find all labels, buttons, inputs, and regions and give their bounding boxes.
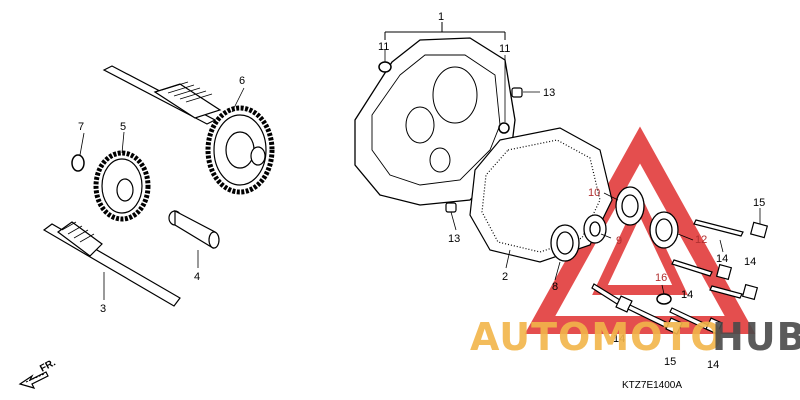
part-2-gasket bbox=[469, 127, 613, 263]
label-part-3: 3 bbox=[100, 303, 106, 315]
label-part-13a: 13 bbox=[543, 87, 555, 99]
part-4-pinion bbox=[168, 210, 220, 249]
label-part-15b: 15 bbox=[664, 356, 676, 368]
label-part-13b: 13 bbox=[448, 233, 460, 245]
front-direction-label: FR. bbox=[38, 357, 58, 374]
part-8-bearing bbox=[550, 224, 580, 262]
watermark-text: AUTOMOTO HUB bbox=[470, 315, 800, 359]
diagram-code: KTZ7E1400A bbox=[622, 380, 682, 391]
watermark-text-orange: AUTOMOTO bbox=[470, 315, 724, 359]
label-part-8: 8 bbox=[552, 281, 558, 293]
front-direction-arrow-icon: FR. bbox=[18, 357, 58, 389]
part-1-transmission-case bbox=[354, 37, 516, 206]
label-part-14d: 14 bbox=[613, 333, 625, 345]
label-part-12: 12 bbox=[695, 234, 707, 246]
label-part-7: 7 bbox=[78, 121, 84, 133]
label-part-10: 10 bbox=[588, 187, 600, 199]
part-6-drive-shaft bbox=[102, 65, 275, 195]
leader-lines bbox=[79, 50, 761, 300]
part-number-labels: 1 6 7 5 4 3 11 11 13 13 2 8 9 10 12 16 1… bbox=[78, 11, 765, 371]
part-12-bearing bbox=[649, 211, 679, 249]
part-14-15-bolts bbox=[591, 219, 769, 335]
part-10-bearing bbox=[615, 186, 645, 226]
part-11-dowel-pins bbox=[378, 61, 510, 134]
part-9-oil-seal bbox=[583, 214, 607, 244]
label-part-1: 1 bbox=[438, 11, 444, 23]
part-1-bracket bbox=[384, 22, 506, 40]
label-part-14b: 14 bbox=[744, 256, 756, 268]
label-part-14a: 14 bbox=[716, 253, 728, 265]
label-part-16: 16 bbox=[655, 272, 667, 284]
label-part-5: 5 bbox=[120, 121, 126, 133]
part-3-final-shaft bbox=[42, 221, 181, 307]
label-part-15a: 15 bbox=[753, 197, 765, 209]
label-part-4: 4 bbox=[194, 271, 200, 283]
part-13-dowels bbox=[445, 87, 523, 213]
part-5-gear bbox=[93, 150, 151, 222]
label-part-2: 2 bbox=[502, 271, 508, 283]
label-part-11a: 11 bbox=[378, 41, 389, 53]
part-7-washer bbox=[71, 154, 85, 172]
label-part-14e: 14 bbox=[707, 359, 719, 371]
label-part-14c: 14 bbox=[681, 289, 693, 301]
label-part-11b: 11 bbox=[499, 43, 510, 55]
label-part-6: 6 bbox=[239, 75, 245, 87]
part-16-washer bbox=[656, 293, 672, 305]
watermark-text-dark: HUB bbox=[712, 315, 800, 359]
label-part-9: 9 bbox=[616, 235, 622, 247]
